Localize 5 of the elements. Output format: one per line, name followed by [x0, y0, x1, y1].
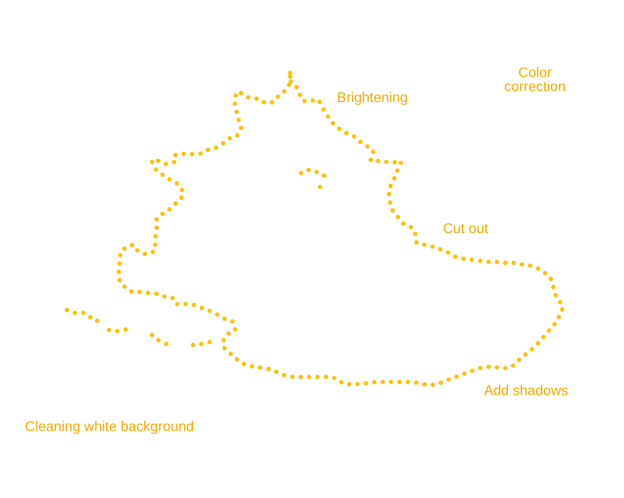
step-label: Brightening — [337, 91, 408, 104]
step-label: Cut out — [443, 222, 488, 236]
step-label: Cleaning white background — [25, 420, 194, 434]
step-label: Add shadows — [484, 384, 568, 398]
step-label: Color correction — [503, 66, 567, 93]
